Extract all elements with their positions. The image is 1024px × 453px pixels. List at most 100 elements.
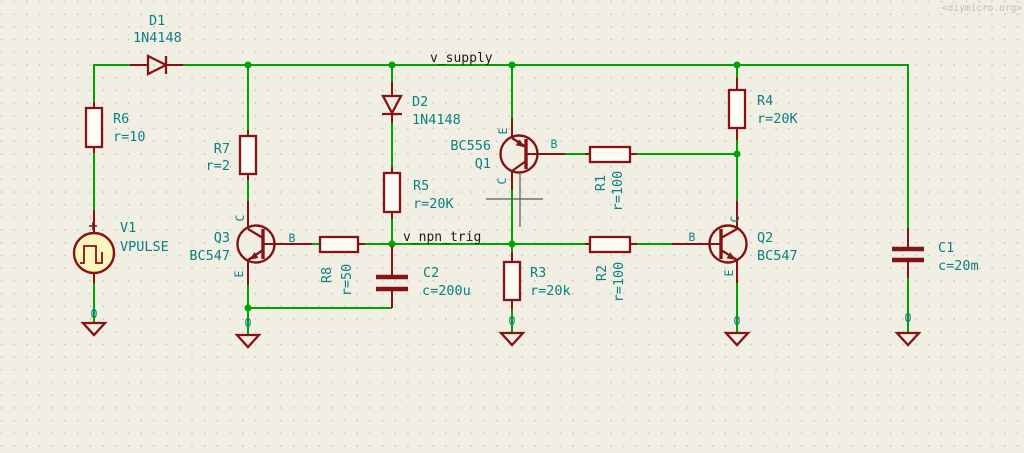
capacitor-C1[interactable]: C1 c=20m	[892, 228, 979, 278]
junction-dots	[244, 61, 741, 312]
resistor-r8-ref-label[interactable]: R8	[319, 267, 335, 283]
transistor-Q2[interactable]: C E B Q2 BC547	[672, 201, 798, 283]
resistor-r4-value-label[interactable]: r=20K	[757, 111, 799, 127]
ground-symbol-v1[interactable]: 0	[80, 307, 108, 337]
transistor-Q1[interactable]: E C B BC556 Q1	[450, 118, 565, 190]
ground-0-label: 0	[508, 314, 515, 328]
net-label-v-npn-trig[interactable]: v_npn_trig	[403, 230, 481, 245]
capacitor-plates	[376, 274, 408, 292]
resistor-r2-ref-label[interactable]: R2	[594, 265, 610, 281]
capacitor-c2-ref-label[interactable]: C2	[423, 265, 439, 281]
resistor-R3[interactable]: R3 r=20k	[502, 252, 571, 309]
resistor-body	[84, 106, 104, 149]
resistor-R6[interactable]: R6 r=10	[84, 102, 146, 153]
diode-triangle	[381, 94, 403, 116]
pin-label-emitter: E	[496, 127, 510, 134]
resistor-body	[382, 171, 402, 214]
emitter-arrow-icon	[515, 139, 525, 148]
diode-D2[interactable]: D2 1N4148	[381, 82, 461, 128]
net-label-v-supply[interactable]: v_supply	[430, 51, 493, 66]
source-body	[72, 231, 116, 275]
resistor-body	[727, 88, 747, 130]
transistor-q2-ref-label[interactable]: Q2	[757, 230, 773, 246]
resistor-r3-ref-label[interactable]: R3	[530, 265, 546, 281]
diode-d2-ref-label[interactable]: D2	[412, 94, 428, 110]
ground-symbol-r3[interactable]: 0	[498, 314, 526, 347]
ground-symbol-c1[interactable]: 0	[894, 311, 922, 347]
capacitor-c1-ref-label[interactable]: C1	[938, 240, 954, 256]
resistor-body	[238, 134, 258, 176]
ground-symbol-q2[interactable]: 0	[723, 314, 751, 347]
resistor-r4-ref-label[interactable]: R4	[757, 93, 773, 109]
resistor-body	[318, 235, 360, 254]
resistor-r3-value-label[interactable]: r=20k	[530, 283, 571, 299]
junction-dot	[733, 150, 741, 158]
resistor-r8-value-label[interactable]: r=50	[339, 264, 355, 297]
capacitor-c2-value-label[interactable]: c=200u	[422, 283, 471, 299]
transistor-Q3[interactable]: C E B Q3 BC547	[189, 201, 312, 285]
capacitor-c1-value-label[interactable]: c=20m	[938, 258, 979, 274]
resistor-r1-value-label[interactable]: r=100	[610, 171, 626, 212]
pin-label-collector: C	[728, 215, 742, 222]
transistor-q1-value-label[interactable]: BC556	[450, 138, 491, 154]
source-v1-ref-label[interactable]: V1	[120, 220, 136, 236]
voltage-source-V1[interactable]: V1 VPULSE	[72, 210, 169, 283]
resistor-r1-ref-label[interactable]: R1	[593, 175, 609, 191]
ground-triangle	[234, 333, 262, 349]
junction-dot	[388, 240, 396, 248]
diode-d2-value-label[interactable]: 1N4148	[412, 112, 461, 128]
resistor-R8[interactable]: R8 r=50	[318, 235, 365, 297]
source-v1-value-label[interactable]: VPULSE	[120, 239, 169, 255]
junction-dot	[244, 304, 252, 312]
resistor-r5-ref-label[interactable]: R5	[413, 178, 429, 194]
ground-0-label: 0	[904, 311, 911, 325]
ground-triangle	[894, 331, 922, 347]
pin-label-emitter: E	[722, 269, 736, 276]
resistor-R5[interactable]: R5 r=20K	[382, 167, 455, 219]
transistor-q3-value-label[interactable]: BC547	[189, 248, 230, 264]
capacitor-C2[interactable]: C2 c=200u	[376, 246, 471, 308]
plus-sign-icon	[89, 222, 97, 230]
resistor-r6-ref-label[interactable]: R6	[113, 111, 129, 127]
diode-d1-value-label[interactable]: 1N4148	[133, 30, 182, 46]
wire-v-supply[interactable]	[183, 64, 909, 228]
resistor-R4[interactable]: R4 r=20K	[727, 78, 799, 140]
junction-dot	[508, 61, 516, 69]
transistor-q1-ref-label[interactable]: Q1	[475, 156, 491, 172]
diode-D1[interactable]: D1 1N4148	[130, 13, 183, 76]
wire-left-rail-top[interactable]	[93, 64, 130, 102]
junction-dot	[733, 61, 741, 69]
resistor-body	[588, 145, 632, 164]
resistor-R2[interactable]: R2 r=100	[585, 235, 637, 303]
resistor-body	[588, 235, 632, 254]
resistor-r5-value-label[interactable]: r=20K	[413, 196, 455, 212]
transistor-q3-ref-label[interactable]: Q3	[214, 230, 230, 246]
ground-symbol-q3[interactable]: 0	[234, 316, 262, 349]
junction-dot	[508, 240, 516, 248]
ground-0-label: 0	[90, 307, 97, 321]
pin-label-base: B	[551, 137, 558, 151]
resistor-r2-value-label[interactable]: r=100	[611, 262, 627, 303]
ground-0-label: 0	[244, 316, 251, 330]
resistor-R1[interactable]: R1 r=100	[585, 145, 637, 212]
watermark: <diymicro.org>	[942, 3, 1022, 14]
pin-label-base: B	[289, 231, 296, 245]
junction-dot	[244, 61, 252, 69]
resistor-r7-ref-label[interactable]: R7	[214, 141, 230, 157]
ground-triangle	[723, 331, 751, 347]
pin-label-collector: C	[233, 214, 247, 221]
diode-d1-ref-label[interactable]: D1	[149, 13, 165, 29]
resistor-body	[502, 260, 522, 302]
resistor-r7-value-label[interactable]: r=2	[206, 158, 230, 174]
capacitor-plates	[892, 246, 924, 263]
ground-triangle	[498, 331, 526, 347]
resistor-R7[interactable]: R7 r=2	[206, 130, 258, 180]
pulse-waveform-icon	[80, 245, 103, 264]
transistor-q2-value-label[interactable]: BC547	[757, 248, 798, 264]
emitter-arrow-icon	[726, 252, 736, 260]
crosshair-cursor	[486, 174, 543, 227]
junction-dot	[388, 61, 396, 69]
resistor-r6-value-label[interactable]: r=10	[113, 129, 146, 145]
pin-label-base: B	[689, 230, 696, 244]
